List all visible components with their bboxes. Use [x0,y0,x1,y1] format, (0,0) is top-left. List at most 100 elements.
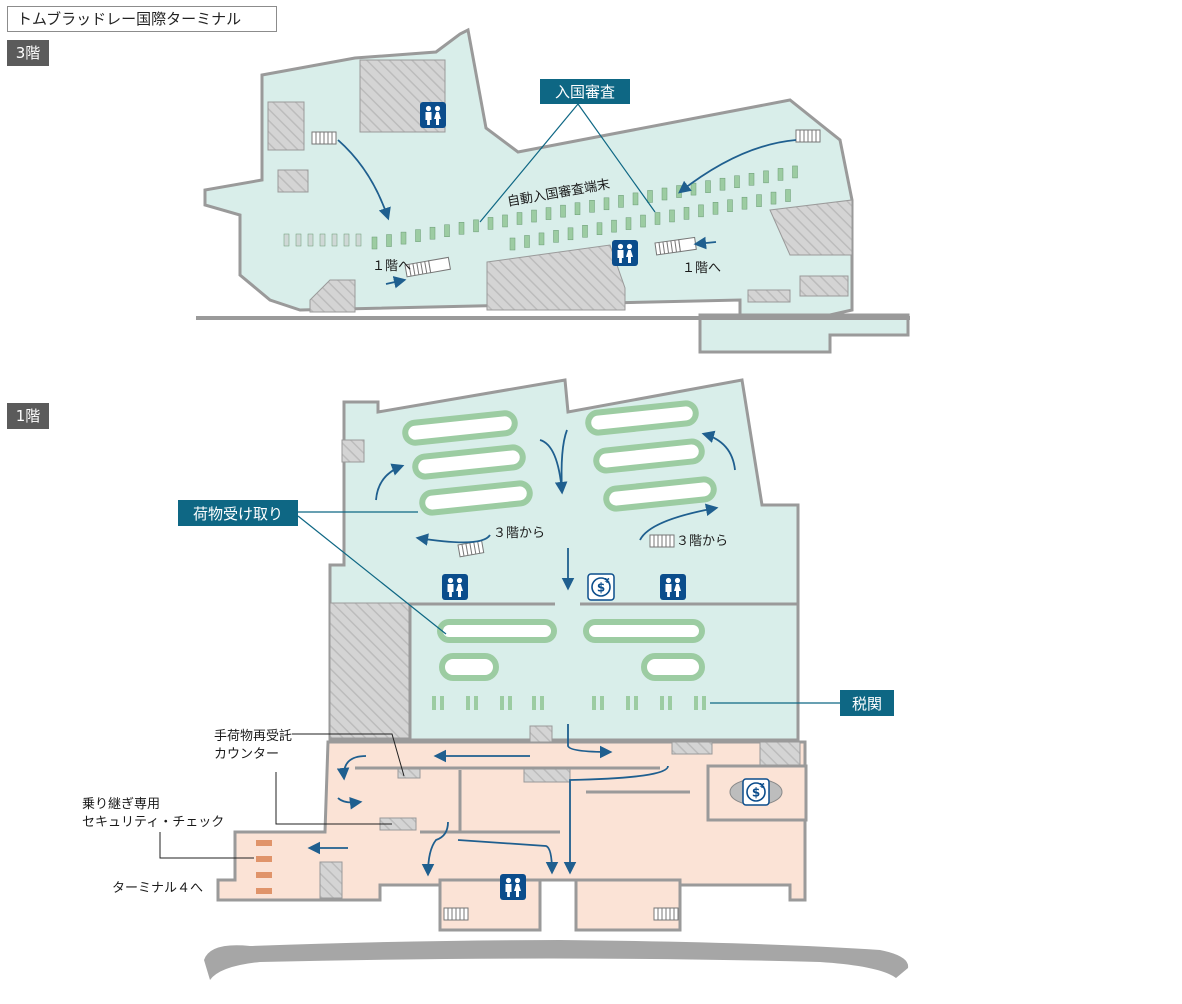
hatched-block [769,199,853,256]
customs-desk [432,696,436,710]
hatched-block [523,767,571,783]
kiosk-unit [785,189,791,202]
kiosk-unit [574,202,581,215]
label-leader-line [275,772,392,825]
immigration-callout[interactable] [540,79,630,104]
restroom-icon[interactable] [500,874,526,900]
callout-leader-line [479,103,579,223]
to-terminal-4-label: ターミナル４へ [112,881,203,896]
direction-arrow-icon [639,503,719,541]
immigration-queue-row [283,233,362,247]
security-lane [256,856,272,862]
label-leader-line [159,832,254,859]
customs-desk [694,696,698,710]
hatched-block [529,725,553,743]
label-leader-line [292,733,405,777]
kiosk-unit [560,204,566,218]
direction-arrow-icon [560,429,568,493]
exit-vestibule-right[interactable] [574,878,682,932]
customs-callout[interactable] [840,690,894,716]
currency-exchange-icon[interactable] [587,573,615,601]
kiosk-unit [770,191,777,205]
direction-arrow-icon [421,821,449,877]
baggage-claim-callout[interactable] [178,500,298,526]
baggage-carousel [419,480,533,516]
kiosk-unit [567,227,574,241]
hatched-block [329,602,411,739]
restroom-icon[interactable] [442,574,468,600]
kiosk-unit [400,231,407,245]
immigration-label: 入国審査 [555,83,615,101]
kiosk-unit [538,232,545,246]
kiosk-unit [371,236,378,250]
exit-vestibule-left[interactable] [438,878,542,932]
baggage-carousel [593,438,705,474]
kiosk-unit [343,233,350,247]
restroom-icon[interactable] [660,574,686,600]
callout-leader-line [297,515,447,635]
customs-desk [702,696,706,710]
kiosk-unit [756,194,762,207]
map-title: トムブラッドレー国際ターミナル [7,6,277,32]
kiosk-unit [502,214,508,228]
baggage-carousels [402,400,717,681]
kiosk-unit [683,207,690,220]
baggage-carousel [585,400,699,436]
recheck-counter-label-line1: 手荷物再受託 [214,728,292,744]
escalator-icon [795,129,821,143]
restroom-icon[interactable] [612,240,638,266]
hatched-block [267,101,305,151]
currency-exchange-icon[interactable] [742,778,770,806]
baggage-claim-label: 荷物受け取り [193,505,283,523]
from-floor-3-right-label: ３階から [676,534,728,549]
escalator-icon [653,907,679,921]
kiosk-unit [516,212,523,225]
direction-arrow-icon [693,236,717,250]
callout-leader-line [577,103,656,213]
kiosk-unit [727,199,733,212]
kiosk-unit [545,207,552,220]
kiosk-unit [618,195,624,208]
kiosk-unit [331,233,338,247]
direction-arrow-icon [336,755,367,781]
floor-tag-3f[interactable]: 3階 [7,40,49,66]
direction-arrow-icon [415,533,491,546]
baggage-carousel [603,476,717,512]
kiosk-unit [473,219,479,233]
kiosk-unit [741,196,748,210]
kiosk-unit [748,173,755,186]
kiosk-unit [596,222,603,235]
hatched-block [759,741,801,767]
floor-tag-1f[interactable]: 1階 [7,403,49,429]
hatched-block [319,861,343,899]
kiosk-unit [444,224,450,237]
customs-desk [626,696,630,710]
kiosk-unit [690,182,697,196]
hatched-block [341,439,365,463]
kiosk-unit [625,217,632,230]
customs-desk [532,696,536,710]
direction-arrow-icon [457,839,559,875]
customs-desks [432,696,706,710]
kiosk-unit [415,229,421,242]
baggage-carousel [641,653,705,681]
kiosk-unit [654,212,661,225]
kiosk-unit [792,165,798,179]
restroom-icon[interactable] [420,102,446,128]
kiosk-unit [719,177,726,191]
kiosk-unit [509,237,516,251]
kiosk-unit [777,168,784,181]
hatched-block [309,279,356,313]
direction-arrow-icon [563,765,669,875]
kiosk-unit [582,225,588,238]
hatched-block [799,275,849,297]
direction-arrow-icon [375,463,405,501]
customs-desk [668,696,672,710]
kiosk-unit [386,234,392,247]
customs-desk [474,696,478,710]
kiosk-unit [553,230,559,243]
recheck-counter-label-line2: カウンター [214,747,279,762]
hatched-block [747,289,791,303]
direction-arrow-icon [337,796,363,810]
connect-security-label-line1: 乗り継ぎ専用 [82,797,160,812]
